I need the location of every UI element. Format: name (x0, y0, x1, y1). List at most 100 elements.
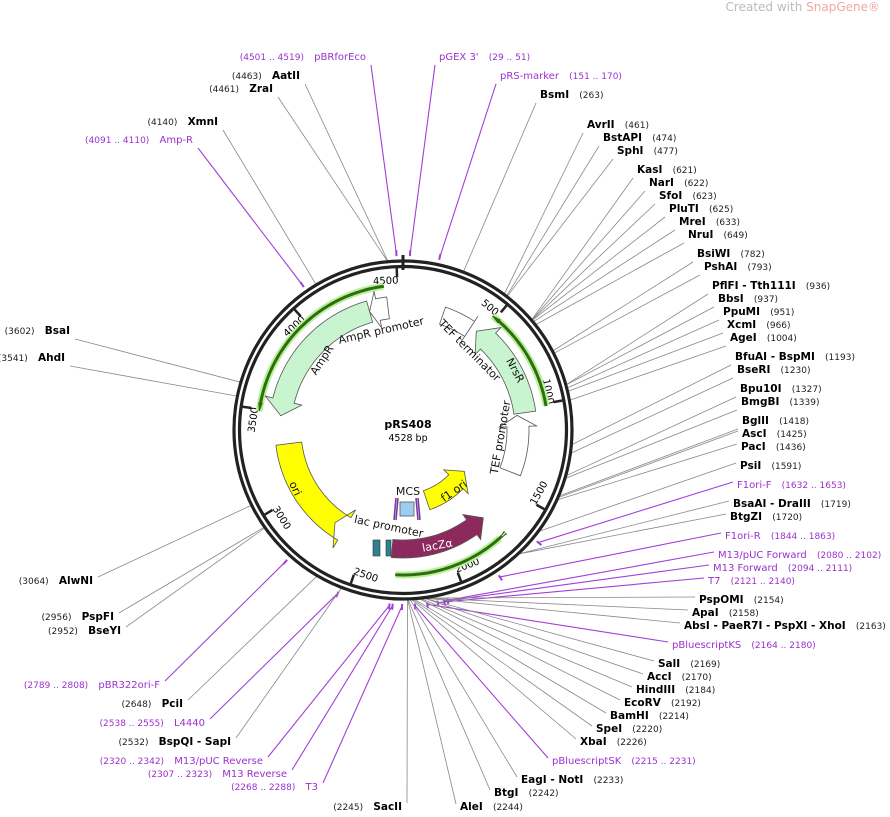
enzyme-site-label[interactable]: BsiWI (782) (697, 242, 765, 261)
enzyme-site-label[interactable]: BtgZI (1720) (730, 505, 802, 524)
primer-label[interactable]: F1ori-R (1844 .. 1863) (725, 524, 835, 543)
feature-tef-promoter-arrow[interactable] (497, 414, 539, 477)
primer-label[interactable]: (2307 .. 2323) M13 Reverse (148, 762, 287, 781)
label-leader-line (536, 242, 685, 325)
primer-label[interactable]: pRS-marker (151 .. 170) (500, 64, 622, 83)
enzyme-site-label[interactable]: BseRI (1230) (737, 358, 810, 377)
feature-f1-ori-arrow[interactable] (422, 469, 469, 511)
enzyme-site-label[interactable]: (2648) PciI (121, 692, 183, 711)
enzyme-site-label[interactable]: MreI (633) (679, 210, 740, 229)
enzyme-site-label[interactable]: (3602) BsaI (5, 319, 70, 338)
enzyme-site-label[interactable]: PacI (1436) (741, 435, 806, 454)
primer-label[interactable]: (4501 .. 4519) pBRforEco (240, 45, 366, 64)
spacer (164, 711, 174, 730)
enzyme-site-label[interactable]: PluTI (625) (669, 197, 733, 216)
enzyme-site-label[interactable]: XbaI (2226) (580, 730, 647, 749)
primer-label[interactable]: T7 (2121 .. 2140) (707, 569, 795, 588)
enzyme-site-label[interactable]: (3064) AlwNI (19, 569, 93, 588)
primer-label[interactable]: (2789 .. 2808) pBR322ori-F (24, 673, 160, 692)
primer-label[interactable]: (4091 .. 4110) Amp-R (85, 128, 193, 147)
enzyme-site-label[interactable]: (2532) BspQI - SapI (119, 730, 231, 749)
primer-label[interactable]: (2320 .. 2342) M13/pUC Reverse (100, 749, 263, 768)
enzyme-site-label[interactable]: AbsI - PaeR7I - PspXI - XhoI (2163) (684, 614, 886, 633)
enzyme-site-label[interactable]: AvrII (461) (587, 113, 649, 132)
label-leader-line (187, 576, 317, 701)
primer-label[interactable]: F1ori-F (1632 .. 1653) (737, 473, 846, 492)
primer-label[interactable]: pGEX 3' (29 .. 51) (439, 45, 530, 64)
enzyme-site-label[interactable]: BmgBI (1339) (741, 390, 819, 409)
enzyme-site-label[interactable]: (2245) SacII (333, 795, 402, 814)
primer-label[interactable]: M13 Forward (2094 .. 2111) (713, 556, 852, 575)
primer-label[interactable]: (2538 .. 2555) L4440 (100, 711, 205, 730)
enzyme-site-label[interactable]: (2952) BseYI (48, 619, 121, 638)
enzyme-site-label[interactable]: BglII (1418) (742, 409, 809, 428)
feature-lac-operator[interactable] (385, 539, 392, 557)
enzyme-site-label[interactable]: EcoRV (2192) (624, 691, 701, 710)
enzyme-site-label[interactable]: (4461) ZraI (209, 77, 273, 96)
primer-name: M13 Reverse (222, 769, 287, 780)
feature-tef-terminator[interactable] (439, 306, 479, 342)
feature-nrsr-arrow[interactable] (474, 327, 537, 415)
site-position: (2952) (48, 627, 78, 637)
enzyme-site-label[interactable]: KasI (621) (637, 158, 697, 177)
enzyme-site-label[interactable]: AgeI (1004) (730, 326, 797, 345)
enzyme-site-label[interactable]: EagI - NotI (2233) (521, 768, 623, 787)
enzyme-site-label[interactable]: BstAPI (474) (603, 126, 676, 145)
credit-brand: SnapGene® (806, 0, 880, 14)
enzyme-site-label[interactable]: PflFI - Tth111I (936) (712, 274, 830, 293)
enzyme-site-label[interactable]: HindIII (2184) (636, 678, 715, 697)
feature-ampr-arrow[interactable] (264, 300, 374, 417)
enzyme-name: XbaI (580, 736, 607, 748)
plasmid-name: pRS408 (384, 418, 431, 431)
feature-lacz-alpha-arrow[interactable] (390, 514, 484, 559)
enzyme-site-label[interactable]: BfuAI - BspMI (1193) (735, 345, 855, 364)
enzyme-site-label[interactable]: BbsI (937) (718, 287, 778, 306)
enzyme-site-label[interactable]: BtgI (2242) (494, 781, 559, 800)
enzyme-name: Bpu10I (740, 383, 782, 395)
enzyme-site-label[interactable]: SfoI (623) (659, 184, 717, 203)
primer-label[interactable]: pBluescriptSK (2215 .. 2231) (552, 749, 696, 768)
feature-ampr-promoter-arrow[interactable] (369, 291, 390, 329)
spacer (741, 633, 751, 652)
enzyme-site-label[interactable]: PsiI (1591) (740, 454, 801, 473)
feature-lac-promoter[interactable] (372, 539, 381, 557)
primer-label[interactable]: (2268 .. 2288) T3 (231, 775, 318, 794)
spacer (766, 435, 776, 454)
enzyme-site-label[interactable]: (2956) PspFI (42, 605, 114, 624)
spacer (304, 45, 314, 64)
primer-label[interactable]: M13/pUC Forward (2080 .. 2102) (718, 543, 881, 562)
enzyme-site-label[interactable]: BsmI (263) (540, 83, 603, 102)
label-leader-line (532, 216, 666, 321)
enzyme-site-label[interactable]: PpuMI (951) (723, 300, 794, 319)
feature-ori-arrow[interactable] (275, 441, 356, 549)
enzyme-site-label[interactable]: AccI (2170) (647, 665, 712, 684)
feature-mcs[interactable] (399, 501, 415, 517)
enzyme-site-label[interactable]: SalI (2169) (658, 652, 720, 671)
primer-label[interactable]: pBluescriptKS (2164 .. 2180) (672, 633, 816, 652)
enzyme-site-label[interactable]: (4463) AatII (232, 64, 300, 83)
enzyme-site-label[interactable]: NruI (649) (688, 223, 748, 242)
enzyme-site-label[interactable]: PshAI (793) (704, 255, 772, 274)
enzyme-site-label[interactable]: (3541) AhdI (0, 346, 65, 365)
site-position: (2320 .. 2342) (100, 757, 164, 767)
enzyme-site-label[interactable]: SphI (477) (617, 139, 678, 158)
spacer (622, 717, 632, 736)
enzyme-site-label[interactable]: Bpu10I (1327) (740, 377, 822, 396)
enzyme-site-label[interactable]: AleI (2244) (460, 795, 523, 814)
enzyme-site-label[interactable]: NarI (622) (649, 171, 708, 190)
enzyme-site-label[interactable]: AscI (1425) (742, 422, 807, 441)
enzyme-site-label[interactable]: (4140) XmnI (147, 110, 218, 129)
enzyme-site-label[interactable]: BamHI (2214) (610, 704, 689, 723)
enzyme-site-label[interactable]: PspOMI (2154) (699, 588, 784, 607)
enzyme-name: SphI (617, 145, 643, 157)
tick-mark (553, 399, 563, 404)
site-position: (621) (673, 166, 697, 176)
site-position: (2648) (121, 700, 151, 710)
enzyme-site-label[interactable]: BsaAI - DraIII (1719) (733, 492, 851, 511)
enzyme-site-label[interactable]: ApaI (2158) (692, 601, 759, 620)
site-position: (1418) (779, 417, 809, 427)
enzyme-site-label[interactable]: XcmI (966) (727, 313, 791, 332)
label-leader-line (407, 599, 491, 791)
label-leader-line (559, 428, 739, 497)
enzyme-site-label[interactable]: SpeI (2220) (596, 717, 662, 736)
